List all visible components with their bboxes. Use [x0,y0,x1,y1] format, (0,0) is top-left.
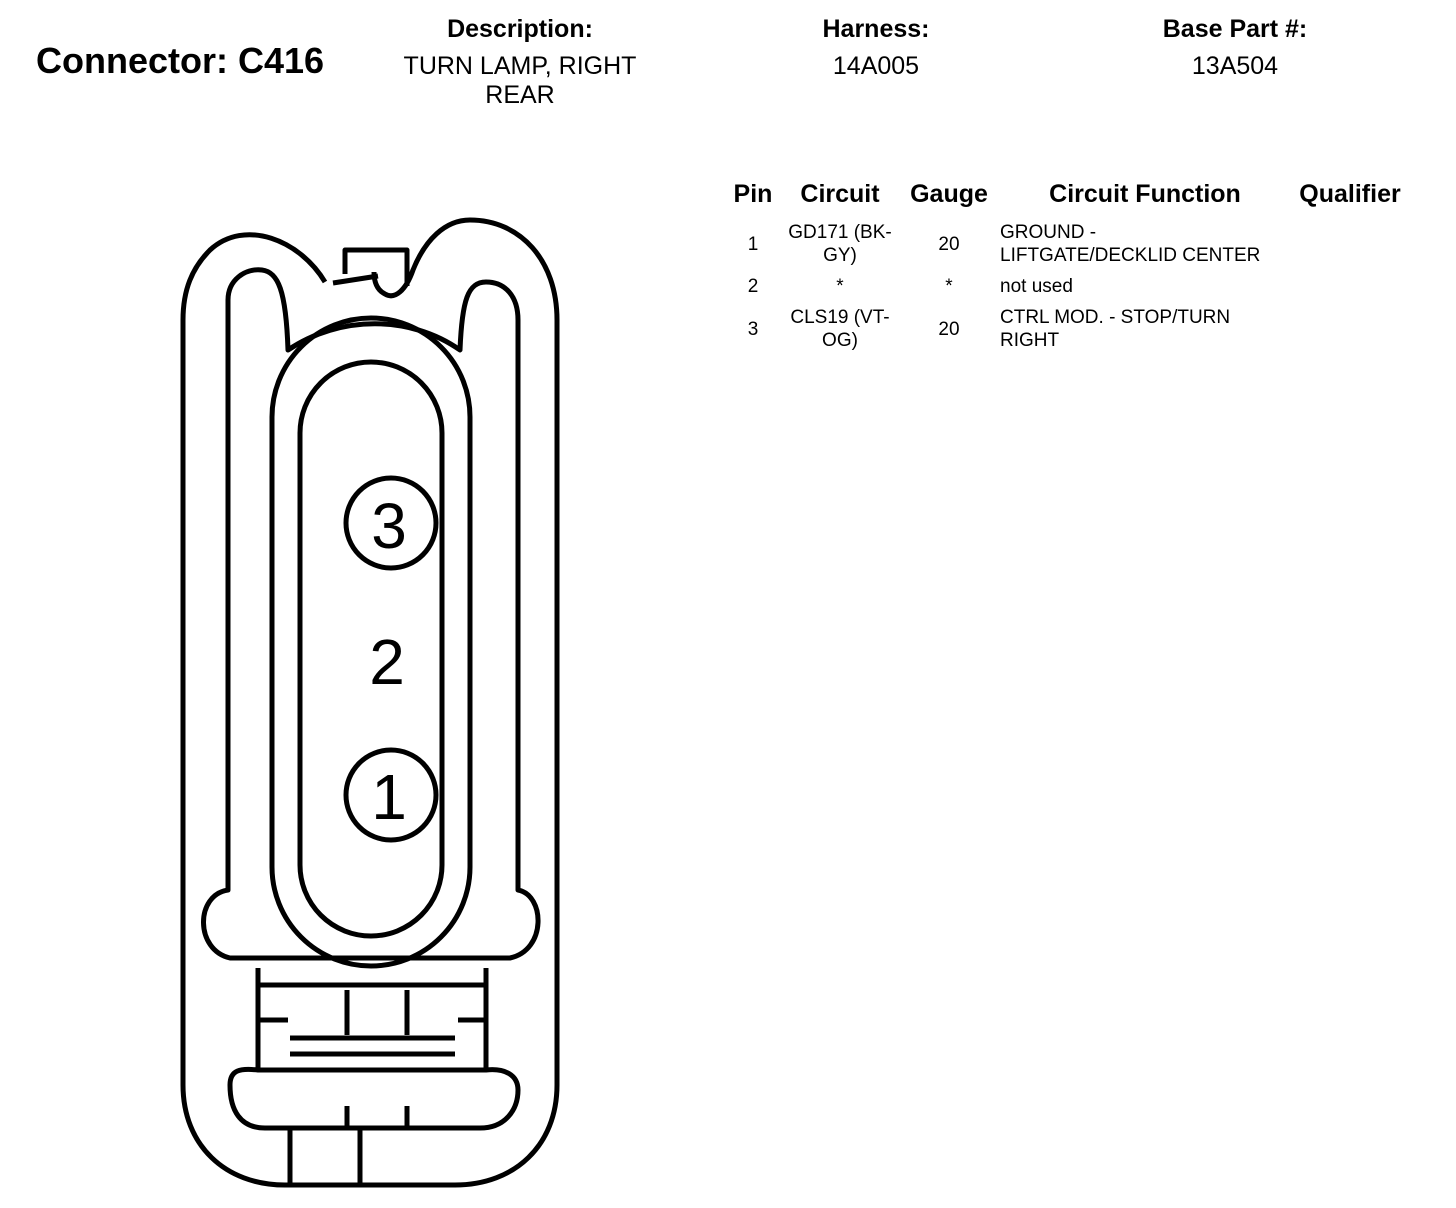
header-circuit: Circuit [800,180,880,208]
cell-circuit: * [836,276,844,297]
harness-value: 14A005 [832,52,920,80]
cell-function: GROUND - LIFTGATE/DECKLID CENTER [1000,217,1290,271]
harness-label: Harness: [822,15,930,43]
description-label: Description: [447,15,593,43]
cavity-outer-oval [269,315,473,969]
connector-bottom-tray [227,1066,521,1131]
cell-pin: 3 [747,318,759,340]
connector-latch-tab [342,247,410,286]
cell-gauge: 20 [938,233,960,255]
connector-inner-shell [201,267,541,961]
cell-pin: 2 [747,276,759,297]
cell-qualifier [1290,302,1410,356]
harness-block: Harness: 14A005 [756,15,996,81]
cell-gauge: 20 [938,318,960,340]
cell-qualifier [1290,217,1410,271]
connector-latch-hook [332,273,379,286]
pin-label-2: 2 [369,626,405,698]
table-row: 3 CLS19 (VT-OG) 20 CTRL MOD. - STOP/TURN… [724,302,1410,356]
cell-qualifier [1290,271,1410,302]
cell-gauge: * [945,276,953,297]
connector-title: Connector: C416 [36,40,325,81]
cell-pin: 1 [747,233,759,255]
cell-circuit: CLS19 (VT-OG) [790,307,890,351]
pin-label-3: 3 [371,490,407,562]
header-qualifier: Qualifier [1299,180,1401,208]
pin-table-header-row: Pin Circuit Gauge Circuit Function Quali… [724,180,1410,217]
pin-1-circle [343,747,439,843]
cell-function: not used [1000,271,1290,302]
cell-circuit: GD171 (BK-GY) [788,222,892,266]
pin-label-1: 1 [371,761,407,833]
cell-function: CTRL MOD. - STOP/TURN RIGHT [1000,302,1290,356]
description-value: TURN LAMP, RIGHT REAR [403,52,637,109]
cell-function-text: not used [1000,276,1073,297]
header-circuit-function: Circuit Function [1049,180,1241,208]
description-block: Description: TURN LAMP, RIGHT REAR [370,15,670,110]
pin-table: Pin Circuit Gauge Circuit Function Quali… [724,180,1410,356]
base-part-block: Base Part #: 13A504 [1110,15,1360,81]
cell-function-text: CTRL MOD. - STOP/TURN RIGHT [1000,307,1231,351]
cell-function-text: GROUND - LIFTGATE/DECKLID CENTER [1000,222,1261,266]
pin-3-circle [343,475,439,571]
connector-outer-shell [180,217,560,1188]
table-row: 1 GD171 (BK-GY) 20 GROUND - LIFTGATE/DEC… [724,217,1410,271]
table-row: 2 * * not used [724,271,1410,302]
connector-face-diagram: 3 2 1 [180,217,560,1188]
base-part-value: 13A504 [1191,52,1279,80]
cavity-inner-oval [297,359,445,939]
header-gauge: Gauge [910,180,988,208]
header-pin: Pin [733,180,773,208]
base-part-label: Base Part #: [1162,15,1308,43]
